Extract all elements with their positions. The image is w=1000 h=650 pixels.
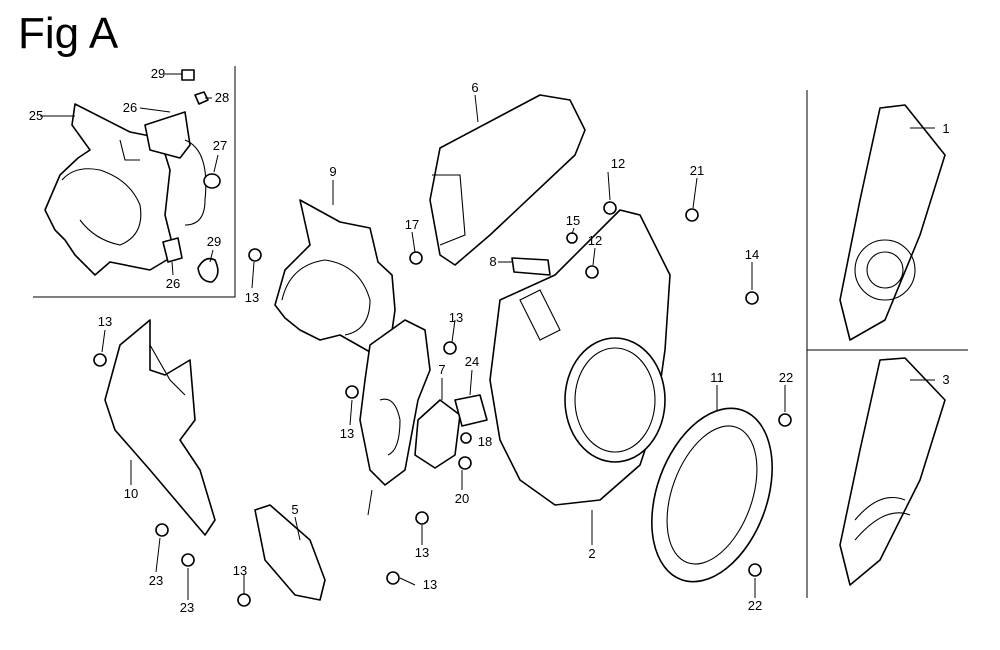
callout-11: 11 [710, 370, 724, 385]
part-4-plate [359, 319, 431, 486]
callout-25: 26 [166, 276, 180, 291]
callout-13g: 13 [423, 577, 437, 592]
callout-3: 3 [942, 372, 949, 387]
callout-7: 7 [438, 362, 445, 377]
part-22-shroud [44, 103, 176, 276]
callout-6: 6 [471, 80, 478, 95]
callout-13e: 13 [415, 545, 429, 560]
part-5-bracket [254, 504, 326, 601]
callout-13a: 13 [245, 290, 259, 305]
part-2-fan-housing [489, 209, 671, 506]
part-6-top-cover [429, 94, 586, 266]
callout-21a: 23 [149, 573, 163, 588]
part-29-bolt [181, 69, 195, 81]
part-10-bracket [104, 319, 216, 536]
callout-15: 15 [566, 213, 580, 228]
callout-13c: 13 [449, 310, 463, 325]
part-7-cover-plate [414, 399, 461, 469]
callout-20a: 22 [779, 370, 793, 385]
callout-22: 25 [29, 108, 43, 123]
callout-1: 1 [942, 121, 949, 136]
callout-26: 27 [213, 138, 227, 153]
figure-title: Fig A [18, 9, 119, 58]
callout-13f: 13 [233, 563, 247, 578]
callout-21b: 23 [180, 600, 194, 615]
callout-13d: 13 [340, 426, 354, 441]
part-25-clip [162, 237, 183, 263]
leader-lines [40, 73, 935, 600]
callout-13b: 13 [98, 314, 112, 329]
part-1-housing-detail [839, 104, 946, 341]
callout-18: 20 [455, 491, 469, 506]
part-23-connector [454, 394, 488, 427]
fastener-set [93, 201, 792, 607]
callout-19: 21 [690, 163, 704, 178]
callout-9: 9 [329, 164, 336, 179]
callout-17: 17 [405, 217, 419, 232]
callout-27: 29 [207, 234, 221, 249]
callout-2: 2 [588, 546, 595, 561]
part-27-clamp [197, 257, 219, 283]
part-9-shroud [274, 199, 396, 353]
callout-12b: 12 [588, 233, 602, 248]
part-28-nut [194, 91, 209, 105]
part-3-housing-detail [839, 357, 946, 586]
part-8-connector [511, 257, 551, 276]
callout-8: 8 [489, 254, 496, 269]
callout-10: 10 [124, 486, 138, 501]
callout-20b: 22 [748, 598, 762, 613]
callout-23: 24 [465, 354, 479, 369]
part-24-bracket [144, 111, 207, 226]
callout-29: 29 [151, 66, 165, 81]
callout-14: 14 [745, 247, 759, 262]
callout-28: 28 [215, 90, 229, 105]
callout-24: 26 [123, 100, 137, 115]
callout-5: 5 [291, 502, 298, 517]
callout-12a: 12 [611, 156, 625, 171]
inset-frame-top-left [33, 66, 236, 298]
callout-16: 18 [478, 434, 492, 449]
part-26-grommet [203, 173, 221, 189]
part-11-ring [651, 407, 773, 583]
